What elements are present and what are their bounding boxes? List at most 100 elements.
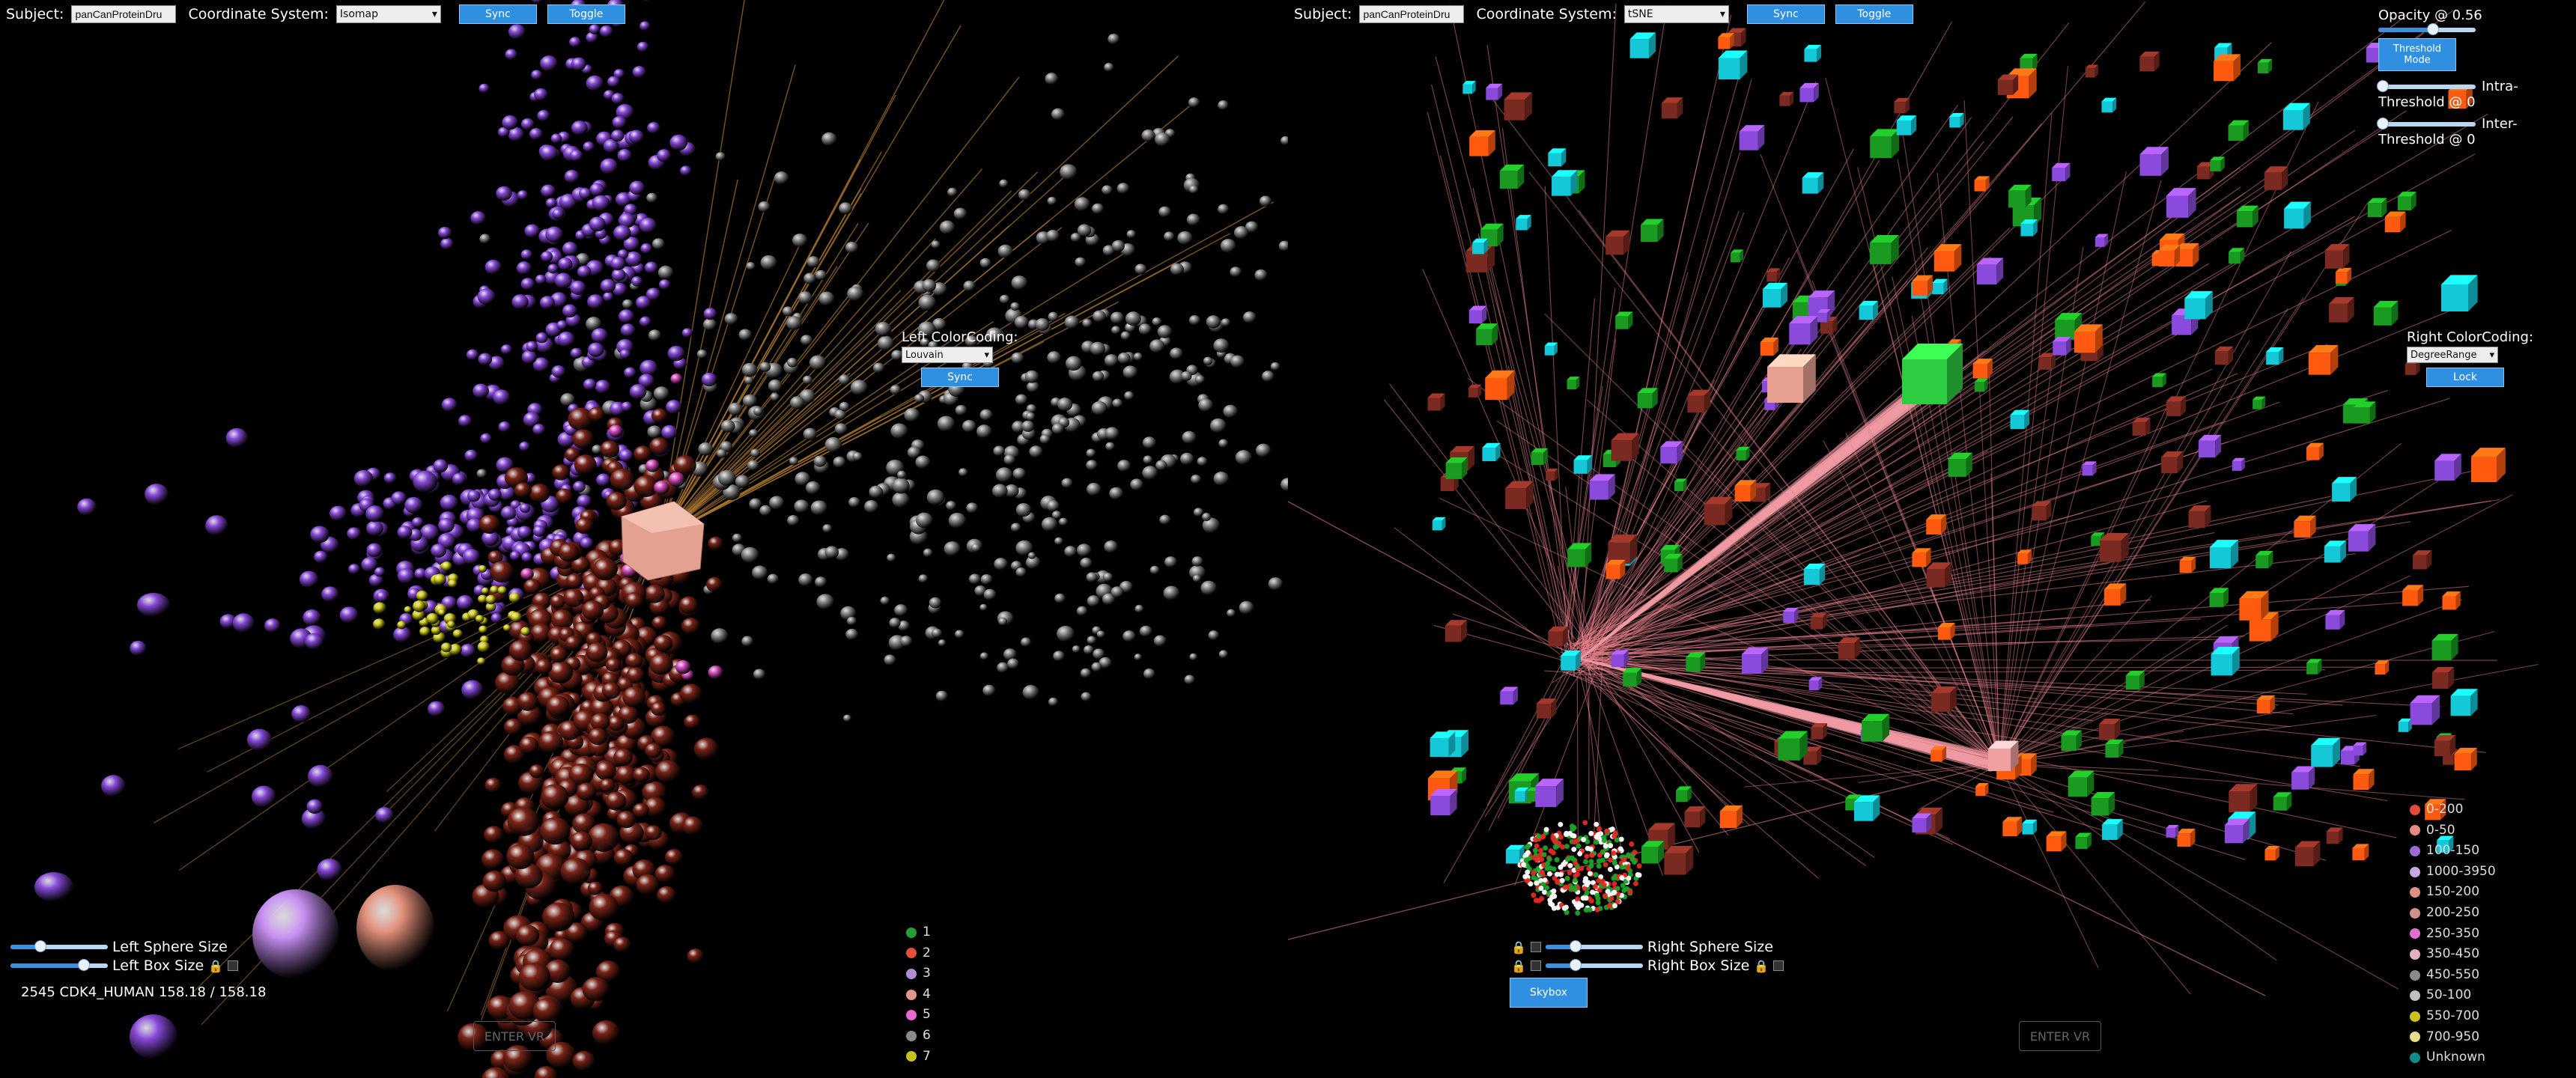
- legend-swatch: [2410, 990, 2420, 1002]
- left-sphere-size-label: Left Sphere Size: [112, 939, 228, 955]
- right-3d-scene[interactable]: [1288, 0, 2576, 1078]
- legend-swatch: [906, 1030, 917, 1041]
- right-legend-item: 1000-3950: [2410, 862, 2496, 883]
- right-legend-item: 450-550: [2410, 965, 2496, 986]
- right-legend-item: 0-200: [2410, 800, 2496, 820]
- legend-swatch: [2410, 804, 2420, 815]
- left-box-size-label: Left Box Size: [112, 957, 204, 974]
- subject-label: Subject:: [6, 6, 64, 22]
- legend-swatch: [2410, 907, 2420, 919]
- right-box-size-label: Right Box Size: [1647, 957, 1750, 974]
- left-sync-button[interactable]: Sync: [458, 4, 537, 24]
- right-box-size-slider[interactable]: [1545, 959, 1643, 971]
- right-legend-item: 200-250: [2410, 903, 2496, 924]
- right-sphere-checkbox[interactable]: [1530, 942, 1541, 952]
- left-subject-input[interactable]: [71, 5, 177, 23]
- left-box-size-slider[interactable]: [10, 959, 108, 971]
- left-box-size-row: Left Box Size 🔒: [10, 957, 239, 974]
- left-enter-vr-button[interactable]: ENTER VR: [473, 1021, 556, 1051]
- lock-icon[interactable]: 🔒: [1511, 940, 1526, 954]
- threshold-mode-button[interactable]: Threshold Mode: [2378, 38, 2456, 71]
- right-legend-item: 250-350: [2410, 924, 2496, 945]
- left-status-readout: 2545 CDK4_HUMAN 158.18 / 158.18: [21, 984, 267, 1000]
- legend-label: 700-950: [2426, 1029, 2480, 1044]
- left-colorcoding-value: Louvain: [905, 349, 944, 361]
- right-coord-system-select[interactable]: tSNE ▾: [1623, 5, 1729, 23]
- left-colorcoding-sync-button[interactable]: Sync: [921, 368, 999, 387]
- left-colorcoding-select[interactable]: Louvain ▾: [902, 347, 993, 363]
- slider-thumb[interactable]: [1569, 940, 1582, 952]
- left-colorcoding-panel: Left ColorCoding: Louvain ▾ Sync: [902, 329, 1018, 387]
- intra-threshold-slider[interactable]: [2377, 79, 2476, 92]
- right-box-size-row: 🔒 Right Box Size 🔒: [1511, 957, 1784, 974]
- right-sphere-size-slider[interactable]: [1545, 940, 1643, 952]
- legend-label: 100-150: [2426, 843, 2480, 859]
- legend-label: 7: [923, 1048, 931, 1064]
- opacity-slider[interactable]: [2378, 23, 2476, 35]
- chevron-down-icon: ▾: [431, 8, 437, 20]
- right-lock-button[interactable]: Lock: [2426, 368, 2504, 387]
- right-legend-item: 350-450: [2410, 944, 2496, 965]
- right-colorcoding-panel: Right ColorCoding: DegreeRange ▾ Lock: [2407, 329, 2533, 387]
- legend-label: 200-250: [2426, 904, 2480, 920]
- right-legend-item: 50-100: [2410, 985, 2496, 1006]
- right-sphere-size-label: Right Sphere Size: [1647, 939, 1773, 955]
- chevron-down-icon: ▾: [2489, 349, 2494, 361]
- left-legend-item: 6: [906, 1026, 931, 1047]
- legend-swatch: [2410, 825, 2420, 836]
- left-3d-scene[interactable]: [0, 0, 1288, 1078]
- legend-swatch: [2410, 1052, 2420, 1063]
- subject-label: Subject:: [1294, 6, 1352, 22]
- right-legend-item: 150-200: [2410, 882, 2496, 903]
- lock-icon[interactable]: 🔒: [1511, 958, 1526, 973]
- slider-thumb[interactable]: [2377, 117, 2389, 130]
- right-toggle-button[interactable]: Toggle: [1835, 4, 1913, 24]
- slider-thumb[interactable]: [78, 959, 90, 971]
- skybox-button[interactable]: Skybox: [1510, 978, 1588, 1008]
- legend-label: 250-350: [2426, 925, 2480, 941]
- slider-thumb[interactable]: [2426, 23, 2439, 35]
- left-sphere-size-slider[interactable]: [10, 940, 108, 952]
- right-viewport[interactable]: Subject: Coordinate System: tSNE ▾ Sync …: [1288, 0, 2576, 1078]
- left-legend-item: 1: [906, 922, 931, 943]
- right-box-checkbox-a[interactable]: [1530, 960, 1541, 971]
- legend-label: Unknown: [2426, 1050, 2485, 1065]
- intra-label: Intra-: [2482, 79, 2518, 94]
- lock-icon[interactable]: 🔒: [208, 958, 224, 973]
- lock-icon[interactable]: 🔒: [1754, 958, 1770, 973]
- node-spheres: [34, 0, 1288, 1078]
- legend-label: 150-200: [2426, 884, 2480, 900]
- left-toggle-button[interactable]: Toggle: [547, 4, 625, 24]
- right-box-checkbox-b[interactable]: [1773, 960, 1784, 971]
- right-colorcoding-select[interactable]: DegreeRange ▾: [2407, 347, 2498, 363]
- legend-swatch: [2410, 948, 2420, 960]
- slider-thumb[interactable]: [1569, 959, 1582, 971]
- legend-swatch: [906, 968, 917, 979]
- slider-thumb[interactable]: [34, 940, 46, 952]
- legend-swatch: [2410, 887, 2420, 898]
- legend-swatch: [2410, 969, 2420, 981]
- inter-threshold-slider[interactable]: [2377, 117, 2476, 130]
- legend-swatch: [906, 927, 917, 938]
- chevron-down-icon: ▾: [1719, 8, 1725, 20]
- left-viewport[interactable]: Subject: Coordinate System: Isomap ▾ Syn…: [0, 0, 1288, 1078]
- legend-swatch: [906, 1010, 917, 1021]
- left-coord-system-select[interactable]: Isomap ▾: [335, 5, 441, 23]
- right-enter-vr-button[interactable]: ENTER VR: [2019, 1021, 2101, 1051]
- right-toolbar: Subject: Coordinate System: tSNE ▾ Sync …: [1294, 4, 1913, 24]
- legend-swatch: [2410, 1032, 2420, 1043]
- node-cluster: [1517, 820, 1642, 916]
- left-legend-item: 3: [906, 963, 931, 984]
- opacity-label: Opacity @ 0.56: [2378, 7, 2482, 23]
- right-subject-input[interactable]: [1359, 5, 1465, 23]
- legend-swatch: [906, 948, 917, 959]
- chevron-down-icon: ▾: [984, 349, 989, 361]
- right-sync-button[interactable]: Sync: [1746, 4, 1825, 24]
- left-box-checkbox[interactable]: [228, 960, 239, 971]
- legend-label: 0-200: [2426, 802, 2464, 817]
- legend-label: 450-550: [2426, 966, 2480, 982]
- left-toolbar: Subject: Coordinate System: Isomap ▾ Syn…: [6, 4, 625, 24]
- legend-label: 350-450: [2426, 946, 2480, 962]
- coord-system-label: Coordinate System:: [188, 6, 329, 22]
- slider-thumb[interactable]: [2377, 79, 2389, 92]
